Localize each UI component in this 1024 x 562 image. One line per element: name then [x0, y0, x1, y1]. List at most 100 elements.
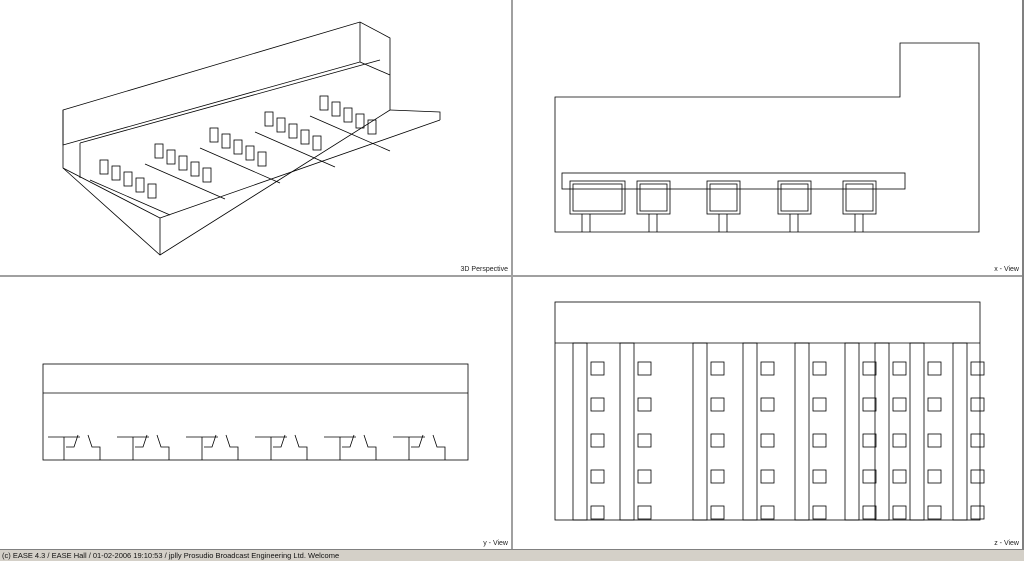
aisle-strip [692, 342, 708, 521]
chair [892, 361, 907, 376]
row-line [89, 179, 171, 216]
chair [970, 397, 985, 412]
chair [812, 433, 827, 448]
chair [710, 505, 725, 520]
seat [367, 119, 377, 135]
chair [590, 433, 605, 448]
aisle-strip [874, 342, 890, 521]
chair [927, 469, 942, 484]
seat [343, 107, 353, 123]
aisle-strip [742, 342, 758, 521]
chair [862, 361, 877, 376]
chair [710, 433, 725, 448]
seat [245, 145, 255, 161]
row-line [199, 147, 281, 184]
hall-outline [42, 363, 469, 461]
window-border [1022, 0, 1024, 549]
balcony-edge [79, 59, 381, 144]
chair [710, 469, 725, 484]
chair [862, 433, 877, 448]
chair [812, 469, 827, 484]
chair [760, 469, 775, 484]
perspective-drawing [62, 21, 441, 256]
chair [892, 397, 907, 412]
chair [135, 434, 148, 448]
chair [432, 434, 446, 460]
chair [862, 505, 877, 520]
chair [710, 361, 725, 376]
seat [99, 159, 109, 175]
chair [970, 469, 985, 484]
seat [190, 161, 200, 177]
seat [276, 117, 286, 133]
seat [202, 167, 212, 183]
view-label: 3D Perspective [460, 266, 508, 273]
seat [300, 129, 310, 145]
chair [363, 434, 377, 460]
status-bar: (c) EASE 4.3 / EASE Hall / 01-02-2006 19… [0, 549, 1024, 561]
chair [637, 433, 652, 448]
view-label: z - View [994, 540, 1019, 547]
row-line [254, 131, 336, 168]
seat-group [569, 180, 626, 215]
view-y[interactable]: y - View [0, 277, 511, 549]
chair [590, 505, 605, 520]
seat [154, 143, 164, 159]
z-view-drawing [554, 301, 985, 521]
row-line [144, 163, 226, 200]
seat [147, 183, 157, 199]
chair [590, 469, 605, 484]
view-3d-perspective[interactable]: 3D Perspective [0, 0, 511, 275]
chair [590, 397, 605, 412]
seat [288, 123, 298, 139]
chair [927, 397, 942, 412]
view-z[interactable]: z - View [513, 277, 1022, 549]
seat [257, 151, 267, 167]
chair [927, 361, 942, 376]
chair [892, 469, 907, 484]
seat [135, 177, 145, 193]
chair [66, 434, 79, 448]
chair [637, 397, 652, 412]
chair [927, 433, 942, 448]
seat [355, 113, 365, 129]
chair [812, 361, 827, 376]
view-x[interactable]: x - View [513, 0, 1022, 275]
vertical-splitter[interactable] [511, 0, 513, 549]
chair [812, 397, 827, 412]
chair [342, 434, 355, 448]
aisle-strip [844, 342, 860, 521]
chair [862, 469, 877, 484]
chair [760, 433, 775, 448]
seat [209, 127, 219, 143]
chair [590, 361, 605, 376]
view-label: x - View [994, 266, 1019, 273]
chair [637, 361, 652, 376]
chair [87, 434, 101, 460]
seat [233, 139, 243, 155]
seat-group-inner [845, 183, 874, 212]
seat-group [636, 180, 671, 215]
aisle-strip [572, 342, 588, 521]
seat-group-inner [709, 183, 738, 212]
hall-outline [554, 42, 980, 233]
chair [760, 397, 775, 412]
back-wall [62, 22, 361, 146]
seat-group-inner [780, 183, 809, 212]
aisle-strip [952, 342, 968, 521]
seat [123, 171, 133, 187]
chair [273, 434, 286, 448]
chair [204, 434, 217, 448]
aisle-strip [794, 342, 810, 521]
chair [637, 469, 652, 484]
chair [970, 433, 985, 448]
seat [178, 155, 188, 171]
horizontal-splitter[interactable] [0, 275, 1024, 277]
seat-group [706, 180, 741, 215]
row-line [309, 115, 391, 152]
chair [812, 505, 827, 520]
seat [221, 133, 231, 149]
seat [319, 95, 329, 111]
chair [225, 434, 239, 460]
seat-group [777, 180, 812, 215]
